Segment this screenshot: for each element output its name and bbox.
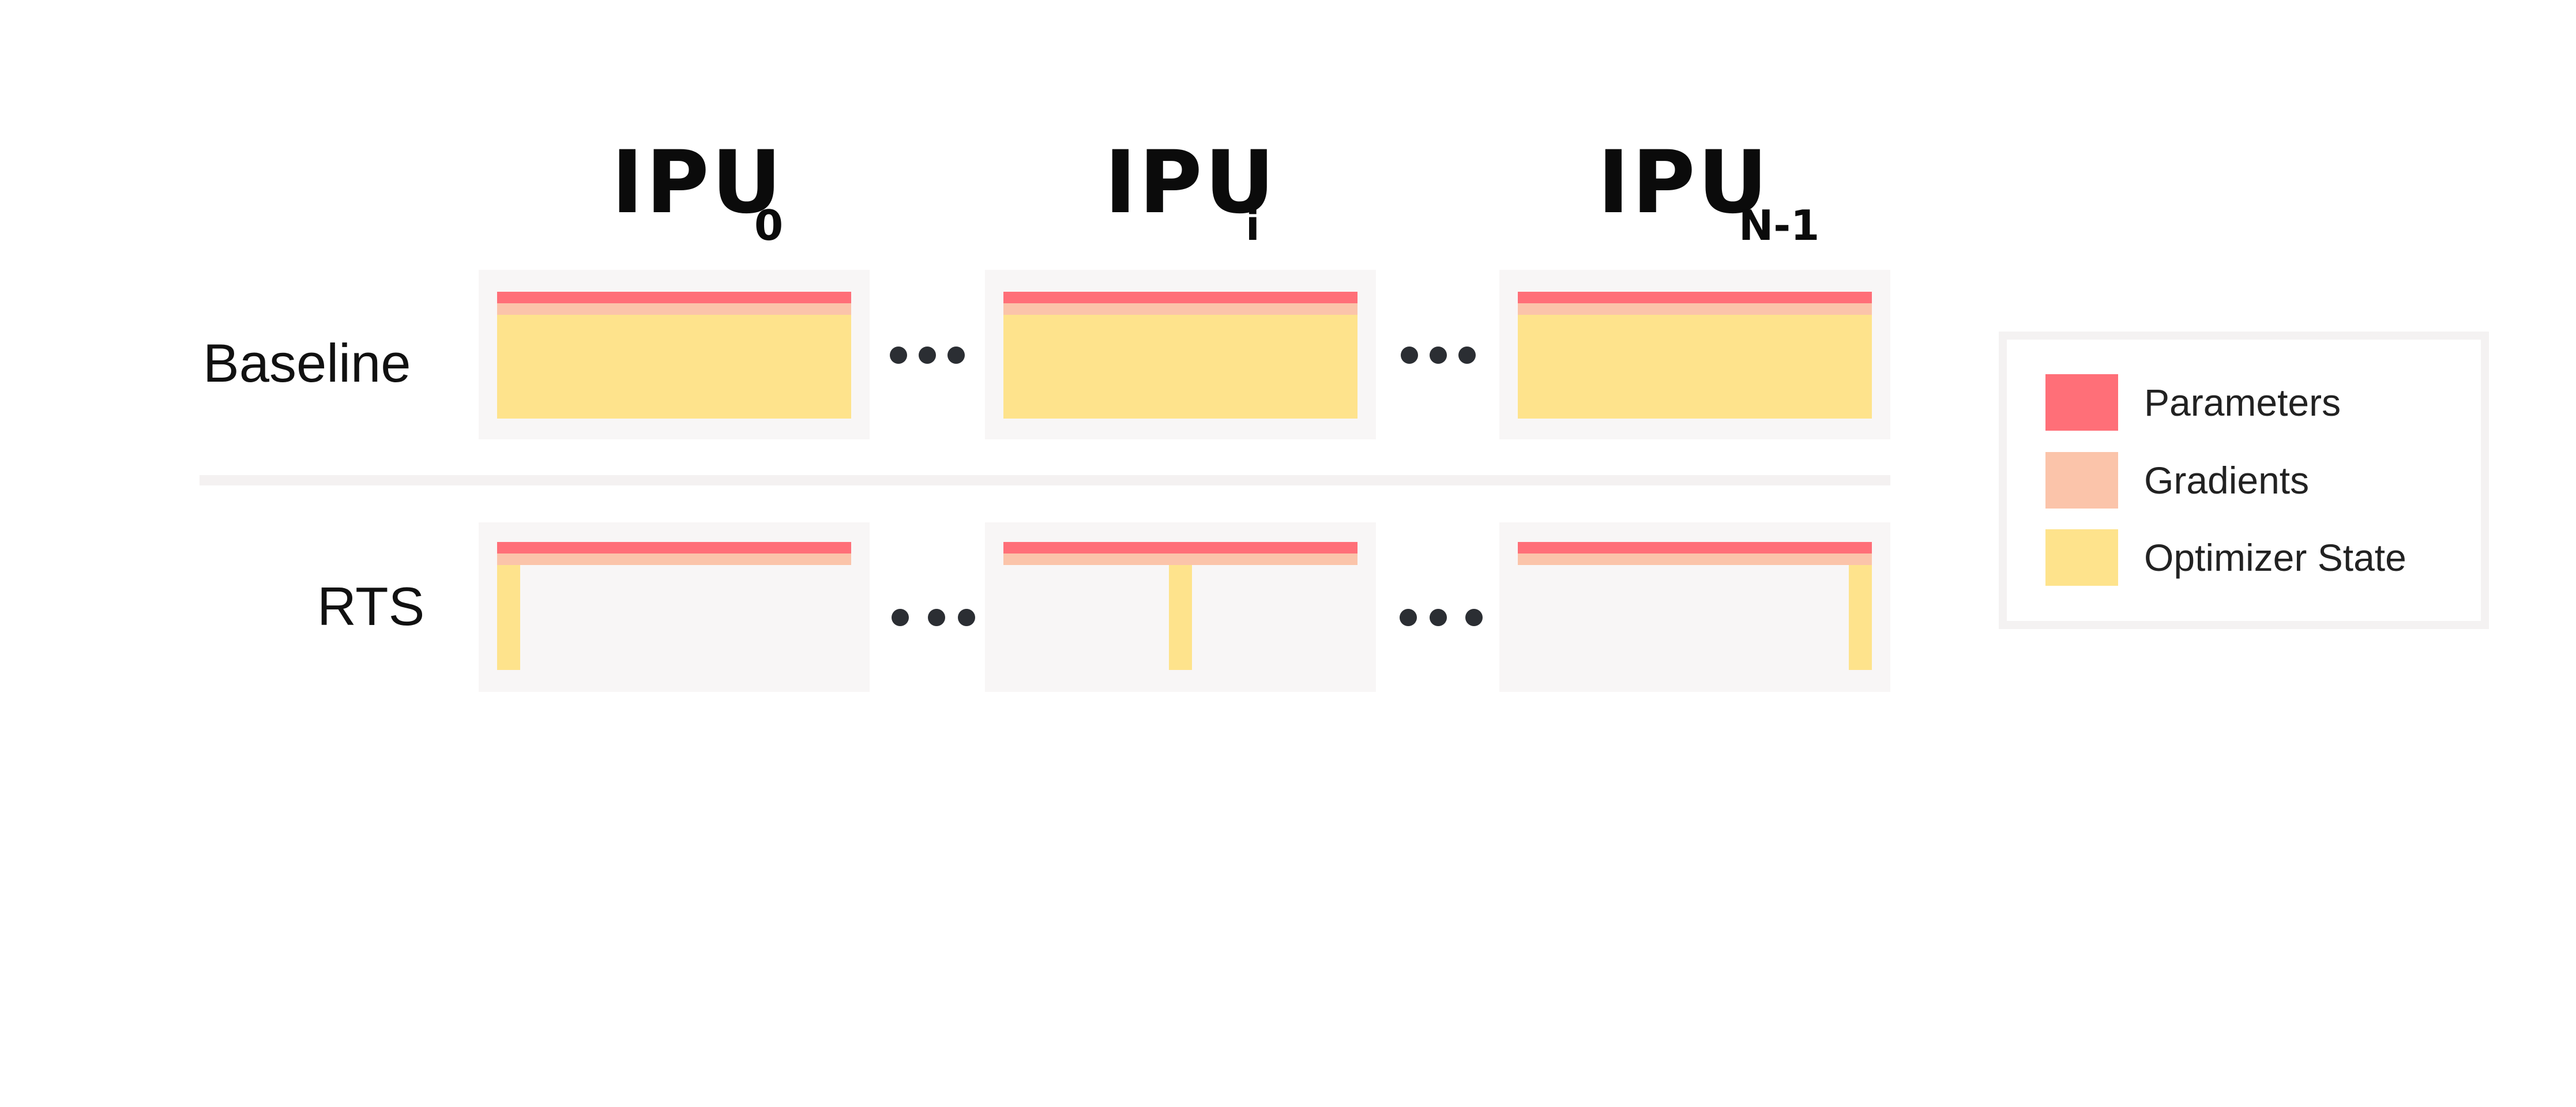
ipu-title: IPU <box>1597 133 1770 233</box>
dot <box>958 609 975 626</box>
ipu-subscript: N-1 <box>1739 201 1819 250</box>
rts-ipu-i <box>985 522 1376 692</box>
optimizer-state-block <box>1518 315 1872 419</box>
gradients-bar <box>1518 303 1872 315</box>
ipu-subscript: i <box>1246 201 1260 250</box>
gradients-bar <box>1518 554 1872 565</box>
ipu-title: IPU <box>611 133 784 233</box>
optimizer-state-shard <box>497 565 520 670</box>
ipu-title: IPU <box>1104 133 1277 233</box>
legend-swatch-parameters <box>2045 374 2118 431</box>
dot <box>1430 609 1447 626</box>
legend-label-gradients: Gradients <box>2144 459 2309 502</box>
dot <box>890 347 907 364</box>
legend-label-parameters: Parameters <box>2144 381 2341 424</box>
dot <box>1430 347 1447 364</box>
row-separator <box>200 475 1890 485</box>
dot <box>1458 347 1476 364</box>
gradients-bar <box>497 554 851 565</box>
parameters-bar <box>1518 292 1872 303</box>
parameters-bar <box>497 542 851 554</box>
dot <box>892 609 909 626</box>
rts-ipu-0 <box>479 522 870 692</box>
legend: Parameters Gradients Optimizer State <box>1999 332 2489 629</box>
dot <box>919 347 936 364</box>
ipu-header-i: IPU i <box>1104 133 1277 250</box>
baseline-ipu-0 <box>479 270 870 439</box>
optimizer-state-block <box>1003 315 1357 419</box>
row-label-baseline: Baseline <box>203 333 411 393</box>
baseline-ellipsis-2 <box>1401 347 1476 364</box>
dot <box>1400 609 1417 626</box>
dot <box>947 347 965 364</box>
optimizer-state-shard <box>1169 565 1192 670</box>
parameters-bar <box>1003 292 1357 303</box>
baseline-ipu-i <box>985 270 1376 439</box>
rts-ellipsis-1 <box>892 609 975 626</box>
parameters-bar <box>497 292 851 303</box>
legend-label-optimizer-state: Optimizer State <box>2144 536 2406 579</box>
parameters-bar <box>1003 542 1357 554</box>
baseline-ellipsis-1 <box>890 347 965 364</box>
optimizer-state-block <box>497 315 851 419</box>
parameters-bar <box>1518 542 1872 554</box>
dot <box>1465 609 1483 626</box>
row-label-rts: RTS <box>317 576 424 637</box>
ipu-header-n-1: IPU N-1 <box>1597 133 1819 250</box>
rts-ipu-n-1 <box>1499 522 1890 692</box>
gradients-bar <box>497 303 851 315</box>
dot <box>928 609 945 626</box>
ipu-subscript: 0 <box>754 201 783 250</box>
rts-ellipsis-2 <box>1400 609 1483 626</box>
baseline-ipu-n-1 <box>1499 270 1890 439</box>
ipu-header-0: IPU 0 <box>611 133 784 250</box>
legend-swatch-gradients <box>2045 452 2118 509</box>
gradients-bar <box>1003 303 1357 315</box>
legend-swatch-optimizer-state <box>2045 529 2118 586</box>
optimizer-state-shard <box>1849 565 1872 670</box>
gradients-bar <box>1003 554 1357 565</box>
dot <box>1401 347 1418 364</box>
